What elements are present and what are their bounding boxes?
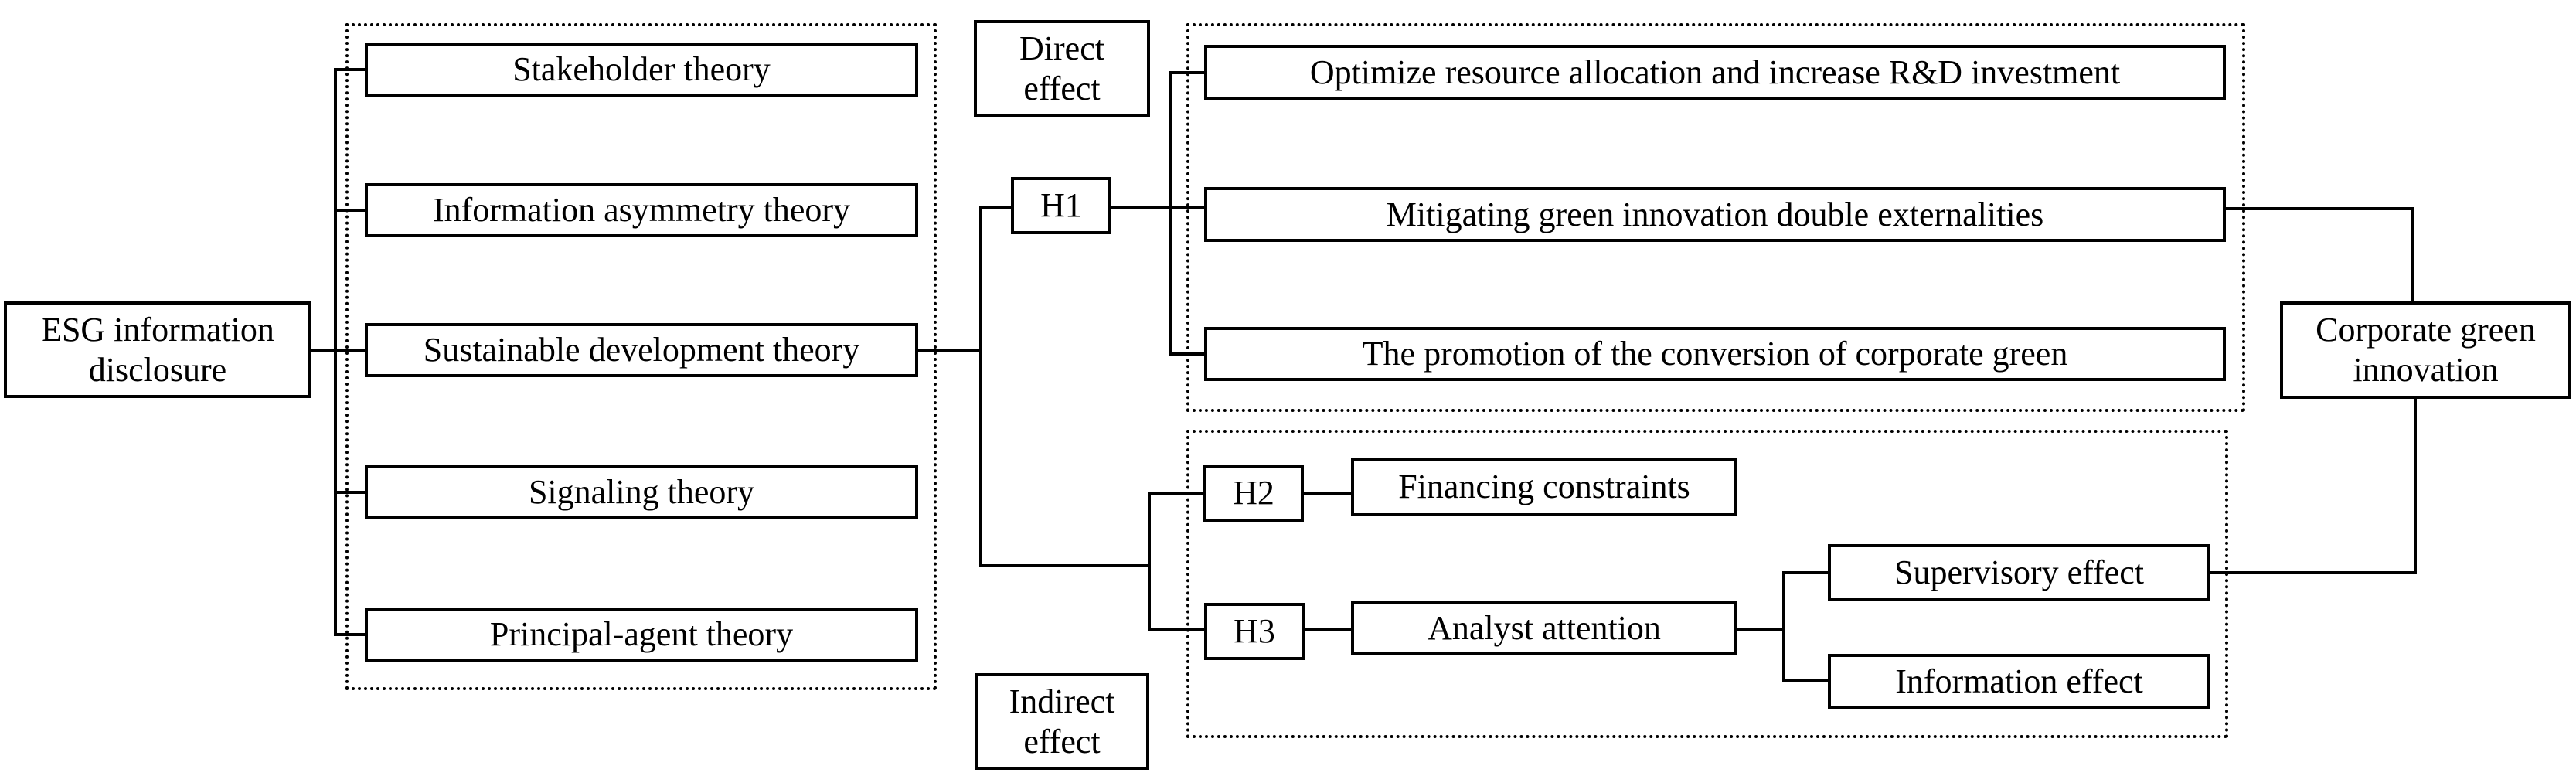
connector-branch-to-h2 (1149, 492, 1203, 495)
effect-box-information: Information effect (1828, 654, 2210, 709)
connector-branch-to-information-effect (1784, 679, 1828, 682)
connector-trunk-to-information-asymmetry (335, 209, 365, 212)
theory-box-stakeholder: Stakeholder theory (365, 43, 918, 97)
theories-group-container (345, 23, 937, 690)
connector-trunk-to-h1 (981, 206, 1011, 209)
outcome-box-mitigating-externalities: Mitigating green innovation double exter… (1204, 187, 2226, 242)
connector-trunk-to-optimize (1171, 71, 1204, 74)
hypothesis-h3-box: H3 (1204, 603, 1305, 660)
connector-trunk-to-signaling (335, 491, 365, 494)
connector-trunk-to-stakeholder (335, 68, 365, 71)
connector-branch-to-h3 (1149, 628, 1204, 631)
direct-paths-trunk-line (1169, 71, 1172, 356)
direct-effect-label-box: Direct effect (974, 20, 1150, 117)
theories-trunk-line (334, 68, 337, 636)
corporate-inlet-top-line (2411, 207, 2414, 303)
effect-box-supervisory: Supervisory effect (1828, 544, 2210, 601)
connector-analyst-to-branch (1737, 628, 1784, 631)
hypotheses-trunk-line (979, 206, 982, 567)
connector-h2-to-financing (1304, 492, 1351, 495)
theory-box-information-asymmetry: Information asymmetry theory (365, 183, 918, 237)
theory-box-sustainable-development: Sustainable development theory (365, 323, 918, 377)
connector-trunk-to-promotion (1171, 352, 1204, 356)
connector-h1-to-mitigating (1111, 206, 1204, 209)
hypothesis-h1-box: H1 (1011, 177, 1111, 234)
connector-supervisory-to-corporate (2210, 571, 2417, 574)
direct-effect-group-container (1186, 23, 2245, 412)
hypothesis-h2-box: H2 (1203, 465, 1304, 522)
indirect-effect-group-container (1186, 430, 2228, 738)
indirect-effect-label-box: Indirect effect (975, 673, 1149, 770)
analyst-effects-branch-line (1782, 571, 1785, 682)
theory-box-signaling: Signaling theory (365, 465, 918, 519)
corporate-inlet-bottom-line (2414, 397, 2417, 574)
connector-esg-to-theories (311, 349, 365, 352)
mediator-box-financing-constraints: Financing constraints (1351, 458, 1737, 516)
connector-theories-to-h-trunk (918, 349, 981, 352)
mediator-box-analyst-attention: Analyst attention (1351, 601, 1737, 655)
connector-h3-to-analyst (1304, 628, 1351, 631)
outcome-box-promotion-conversion: The promotion of the conversion of corpo… (1204, 327, 2226, 381)
h2-h3-branch-line (1148, 492, 1151, 631)
corporate-green-innovation-box: Corporate green innovation (2280, 301, 2571, 399)
outcome-box-optimize-resources: Optimize resource allocation and increas… (1204, 45, 2226, 100)
connector-branch-to-supervisory (1784, 571, 1828, 574)
connector-trunk-to-h2h3-branch (981, 564, 1149, 567)
connector-mitigating-to-corporate (2226, 207, 2414, 210)
esg-disclosure-box: ESG information disclosure (4, 301, 311, 398)
theory-box-principal-agent: Principal-agent theory (365, 608, 918, 662)
connector-trunk-to-principal-agent (335, 633, 365, 636)
